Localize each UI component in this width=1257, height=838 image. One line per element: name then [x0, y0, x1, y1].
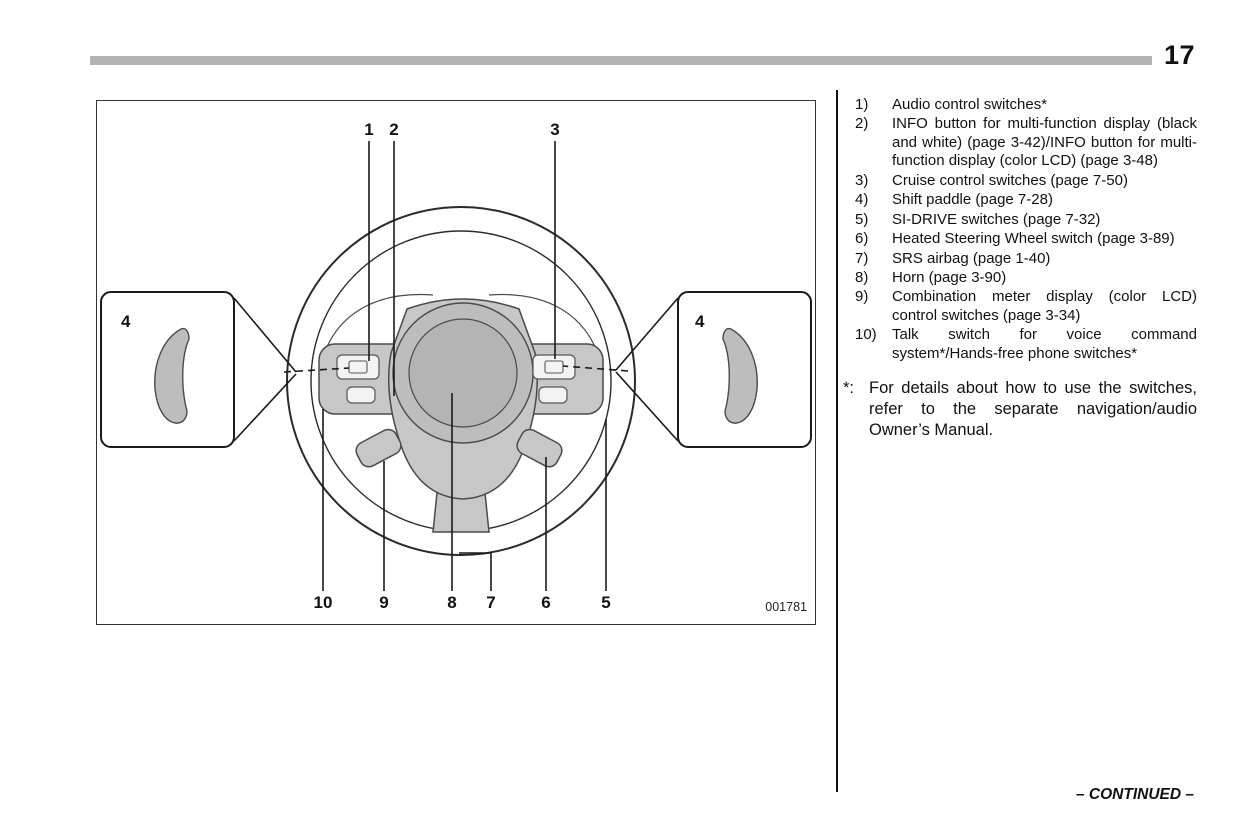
continued-label: – CONTINUED –	[1076, 786, 1194, 803]
footnote: *: For details about how to use the swit…	[843, 378, 1197, 441]
callout-10: 10	[314, 593, 333, 612]
horn-pad	[408, 318, 518, 428]
cruise-switch-detail	[544, 360, 564, 374]
legend-list: 1) Audio control switches* 2) INFO butto…	[855, 96, 1197, 363]
callout-2: 2	[389, 120, 398, 139]
legend-item-1: 1) Audio control switches*	[855, 96, 1197, 114]
callout-8: 8	[447, 593, 456, 612]
legend-item-number: 1)	[855, 96, 869, 113]
right-paddle-box	[562, 291, 812, 448]
legend-item-number: 6)	[855, 230, 869, 248]
legend-item-text: Combination meter display (color LCD) co…	[892, 288, 1197, 324]
legend-item-number: 7)	[855, 249, 869, 267]
legend-item-9: 9) Combination meter display (color LCD)…	[855, 288, 1197, 325]
legend-item-5: 5) SI-DRIVE switches (page 7-32)	[855, 211, 1197, 229]
legend-item-number: 3)	[855, 171, 869, 189]
legend-item-text: Horn (page 3-90)	[892, 268, 1007, 286]
callout-numbers: 1 2 3 4 4 10 9 8 7 6 5	[121, 120, 705, 612]
legend-item-number: 4)	[855, 191, 869, 209]
column-divider	[836, 90, 838, 792]
right-shift-paddle	[722, 327, 758, 424]
cruise-switch-button	[532, 354, 576, 380]
callout-6: 6	[541, 593, 550, 612]
legend-item-7: 7) SRS airbag (page 1-40)	[855, 250, 1197, 268]
page-number: 17	[1163, 40, 1195, 70]
callout-1: 1	[364, 120, 373, 139]
legend-item-2: 2) INFO button for multi-function displa…	[855, 115, 1197, 170]
legend-item-8: 8) Horn (page 3-90)	[855, 269, 1197, 287]
figure-code: 001781	[765, 600, 807, 614]
callout-4-left: 4	[121, 312, 131, 331]
header-rule	[90, 56, 1152, 65]
steering-wheel-hub	[318, 298, 604, 533]
callout-5: 5	[601, 593, 610, 612]
legend-item-number: 8)	[855, 268, 869, 286]
legend-item-text: SI-DRIVE switches (page 7-32)	[892, 210, 1101, 228]
legend-item-text: Talk switch for voice command system*/Ha…	[892, 326, 1197, 362]
cruise-set-button	[538, 386, 568, 404]
legend-item-6: 6) Heated Steering Wheel switch (page 3-…	[855, 230, 1197, 248]
legend-item-3: 3) Cruise control switches (page 7-50)	[855, 172, 1197, 190]
legend-item-number: 2)	[855, 115, 869, 133]
info-button	[346, 386, 376, 404]
left-shift-paddle	[154, 327, 190, 424]
legend-item-10: 10) Talk switch for voice command system…	[855, 326, 1197, 363]
legend-item-text: Cruise control switches (page 7-50)	[892, 171, 1128, 189]
legend-item-number: 10)	[855, 326, 877, 344]
legend-item-text: Audio control switches*	[892, 96, 1048, 113]
callout-9: 9	[379, 593, 388, 612]
left-lower-switch	[355, 428, 402, 468]
legend: 1) Audio control switches* 2) INFO butto…	[843, 96, 1197, 441]
callout-3: 3	[550, 120, 559, 139]
legend-item-number: 9)	[855, 288, 869, 306]
callout-7: 7	[486, 593, 495, 612]
legend-item-text: INFO button for multi-function display (…	[892, 115, 1197, 170]
legend-item-text: Heated Steering Wheel switch (page 3-89)	[892, 230, 1175, 248]
footnote-text: For details about how to use the switche…	[869, 379, 1197, 440]
legend-item-4: 4) Shift paddle (page 7-28)	[855, 191, 1197, 209]
steering-wheel-diagram: 1 2 3 4 4 10 9 8 7 6 5 001781	[100, 120, 812, 614]
callout-leader-lines	[322, 141, 607, 591]
callout-4-right: 4	[695, 312, 705, 331]
legend-item-number: 5)	[855, 210, 869, 228]
steering-wheel-figure: 1 2 3 4 4 10 9 8 7 6 5 001781	[96, 100, 816, 625]
right-lower-switch	[516, 428, 563, 468]
audio-switch-button	[336, 354, 380, 380]
footnote-marker: *:	[843, 379, 855, 398]
legend-item-text: SRS airbag (page 1-40)	[892, 249, 1051, 267]
legend-item-text: Shift paddle (page 7-28)	[892, 191, 1053, 209]
left-paddle-box	[100, 291, 350, 448]
audio-switch-detail	[348, 360, 368, 374]
